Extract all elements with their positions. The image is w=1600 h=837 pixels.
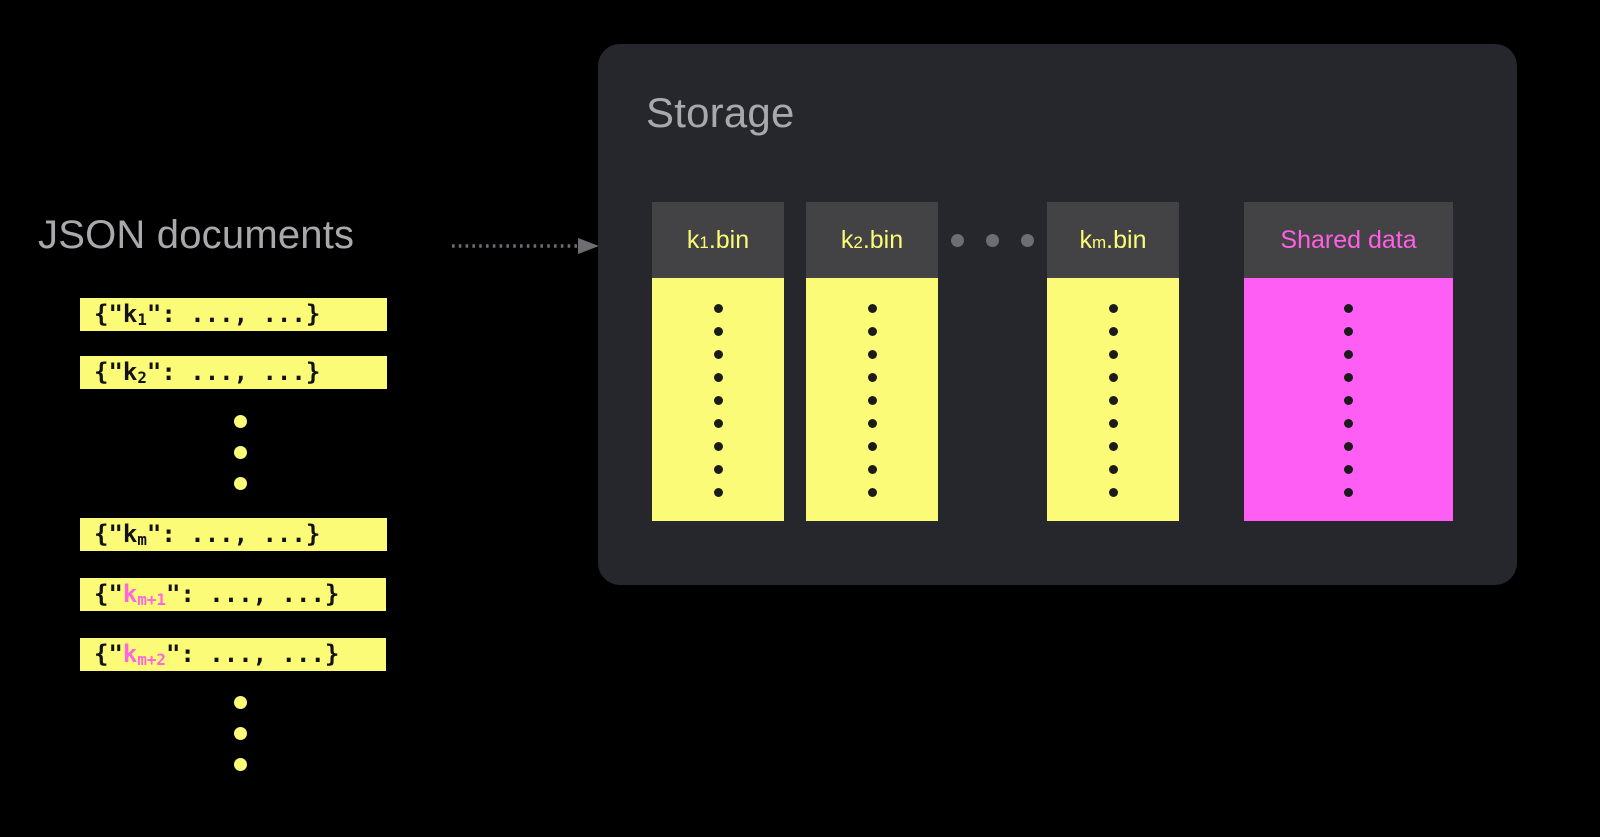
record-dot [1344,442,1353,451]
storage-title: Storage [646,89,795,136]
record-dot [713,304,723,313]
record-dot [713,327,723,336]
ellipsis-dot [1021,233,1034,247]
record-dot [867,419,877,428]
record-dot [867,350,877,359]
json-document-row: {"km": ..., ...} [80,518,387,551]
record-dot [1108,304,1118,313]
record-dot [1344,327,1353,336]
bin-label-subscript: 2 [853,233,863,253]
ellipsis-dot [233,758,247,771]
record-dot [1108,465,1118,474]
documents-vertical-ellipsis-top [232,415,248,490]
json-key: k2 [122,358,147,388]
ellipsis-dot [986,233,999,247]
json-key-subscript: m [137,530,147,550]
storage-bin-shared-data-body [1244,278,1453,521]
bin-label-subscript: m [1092,233,1107,253]
json-prefix: {" [94,300,123,328]
record-dot [1344,465,1353,474]
ellipsis-dot [233,696,247,709]
record-dot [867,373,877,382]
record-dot [713,350,723,359]
record-dot [713,465,723,474]
storage-bin-k1-body [652,278,784,521]
record-dot [1108,327,1118,336]
storage-bin-k2-body [806,278,938,521]
json-suffix: ": ..., ...} [146,300,321,328]
record-dot [867,488,877,497]
json-document-row: {"k1": ..., ...} [80,298,387,331]
bin-label-subscript: 1 [699,233,709,253]
storage-bin-shared-data-header: Shared data [1244,202,1453,278]
record-dot [1108,350,1118,359]
json-prefix: {" [94,580,123,608]
record-dot [713,373,723,382]
storage-bins-ellipsis [938,202,1047,278]
record-dot [1108,488,1118,497]
record-dot [713,396,723,405]
record-dot [1344,304,1353,313]
storage-bin-shared-data[interactable]: Shared data [1244,202,1453,521]
json-prefix: {" [94,520,123,548]
ellipsis-dot [233,446,247,459]
record-dot [1108,442,1118,451]
json-documents-title: JSON documents [38,213,355,257]
record-dot [867,304,877,313]
json-suffix: ": ..., ...} [165,640,340,668]
record-dot [867,442,877,451]
record-dot [713,488,723,497]
json-key-subscript: m+1 [137,590,166,610]
json-documents-section: JSON documents {"k1": ..., ...} {"k2": .… [0,0,580,837]
json-key: k1 [122,300,147,330]
record-dot [867,465,877,474]
record-dot [1344,350,1353,359]
record-dot [1108,419,1118,428]
json-suffix: ": ..., ...} [146,520,321,548]
documents-vertical-ellipsis-bottom [232,696,248,771]
json-key-subscript: m+2 [137,650,166,670]
record-dot [867,396,877,405]
json-document-row: {"km+1": ..., ...} [80,578,386,611]
json-document-row: {"km+2": ..., ...} [80,638,386,671]
ellipsis-dot [233,727,247,740]
ellipsis-dot [233,477,247,490]
record-dot [1108,396,1118,405]
json-key: km+1 [122,580,166,610]
json-suffix: ": ..., ...} [146,358,321,386]
record-dot [1344,419,1353,428]
record-dot [713,442,723,451]
record-dot [867,327,877,336]
ellipsis-dot [951,233,964,247]
record-dot [1344,488,1353,497]
json-suffix: ": ..., ...} [165,580,340,608]
json-key: km+2 [122,640,166,670]
json-key-subscript: 1 [137,310,147,330]
record-dot [1108,373,1118,382]
storage-bin-km-body [1047,278,1179,521]
json-prefix: {" [94,640,123,668]
record-dot [1344,396,1353,405]
record-dot [1344,373,1353,382]
ellipsis-dot [233,415,247,428]
record-dot [713,419,723,428]
json-key-subscript: 2 [137,368,147,388]
json-prefix: {" [94,358,123,386]
json-document-row: {"k2": ..., ...} [80,356,387,389]
json-key: km [122,520,147,550]
flow-arrow-icon [452,238,599,254]
